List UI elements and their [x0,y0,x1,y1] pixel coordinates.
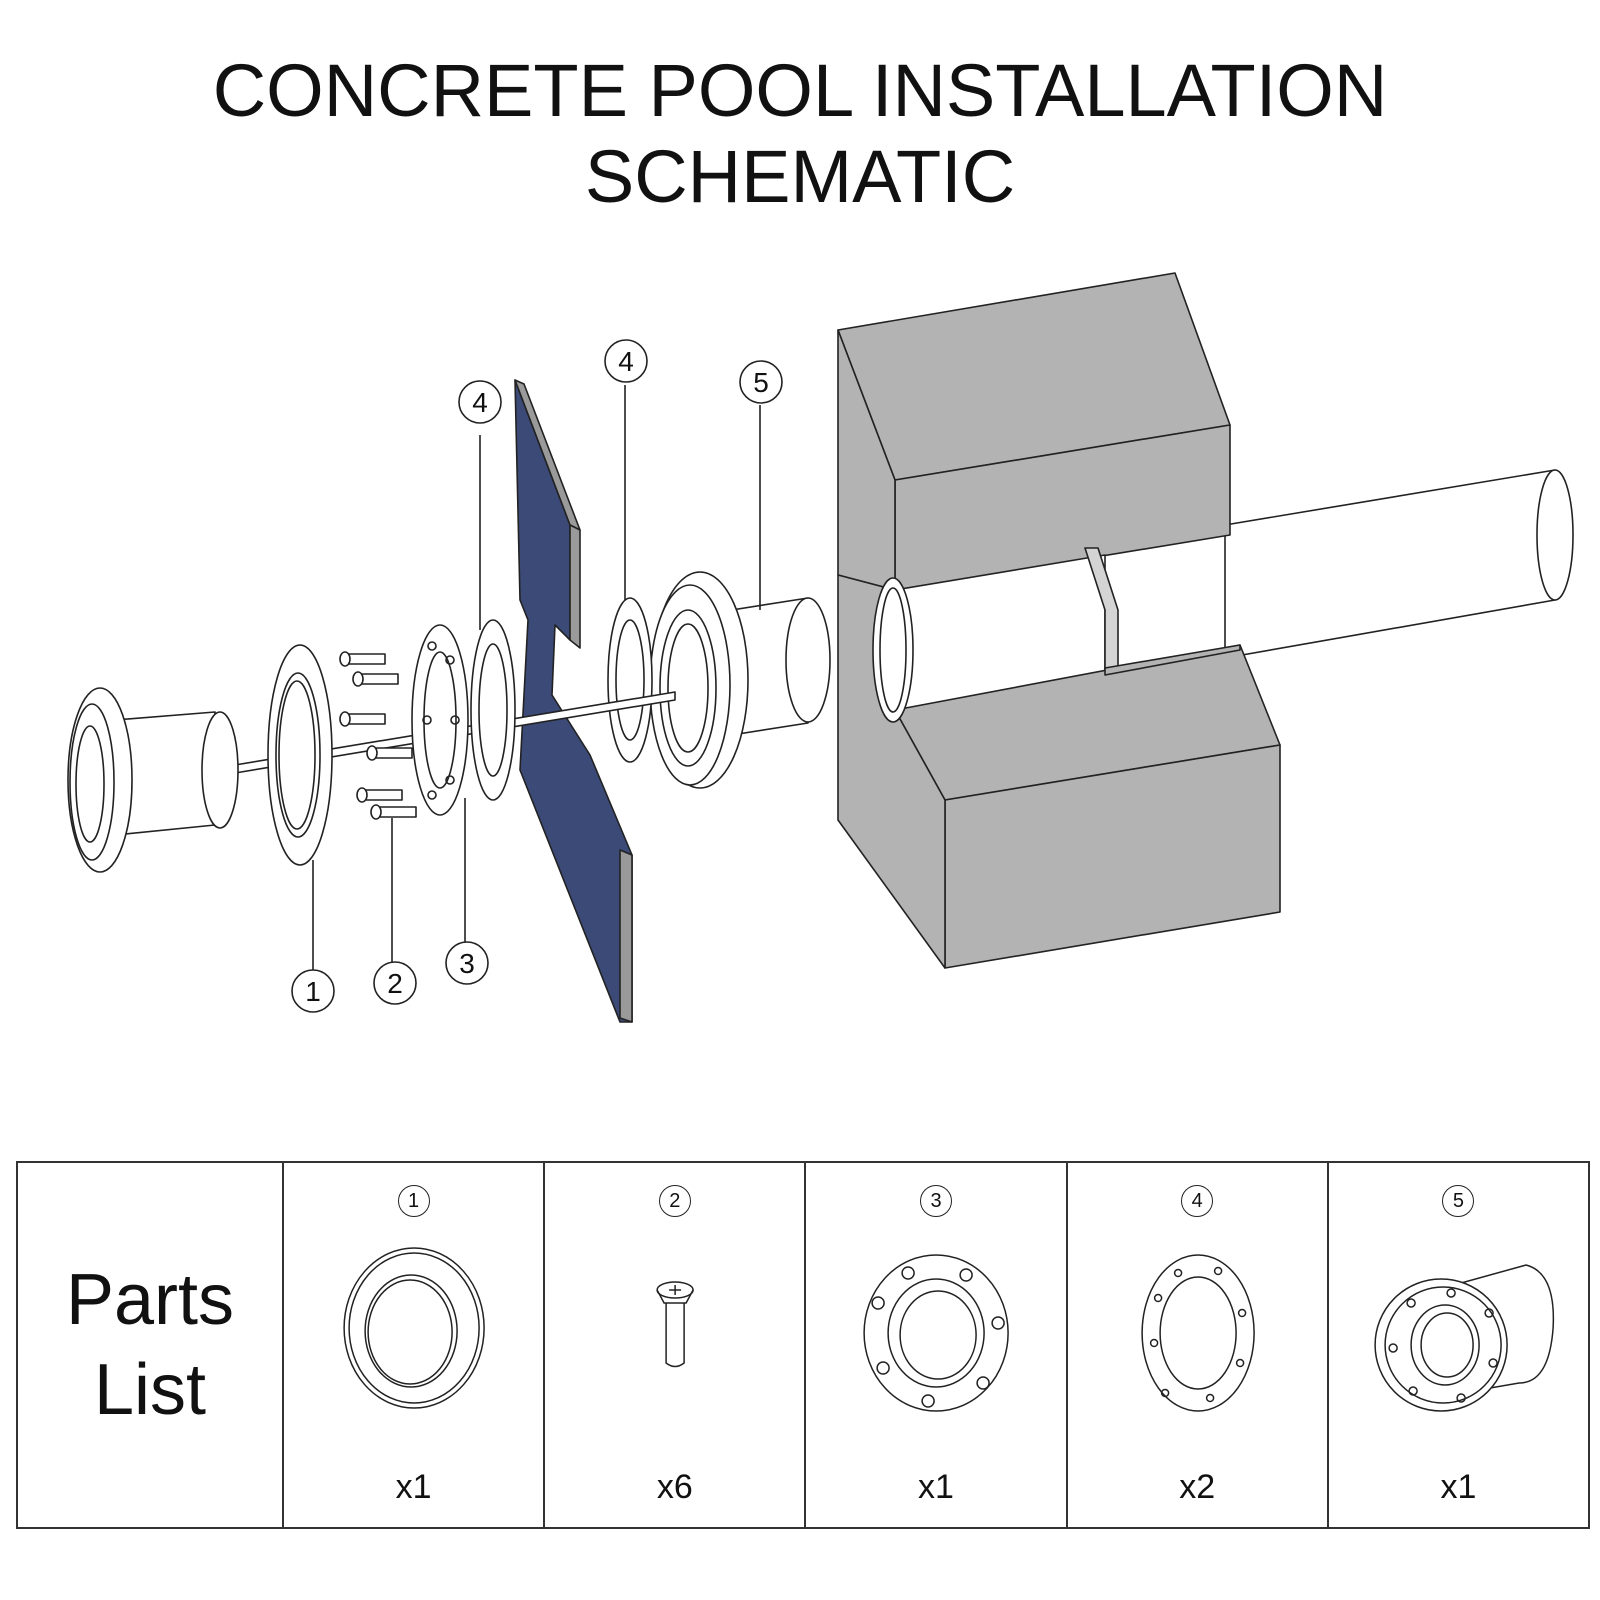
callout-3: 3 [459,948,475,979]
parts-list-title-cell: Parts List [18,1163,284,1527]
part-number: 1 [397,1185,430,1217]
callout-4-right: 4 [618,346,634,377]
screws [339,651,417,820]
part-cell-3: 3 x1 [806,1163,1068,1527]
part-quantity: x1 [918,1468,954,1506]
part-cell-5: 5 x1 [1329,1163,1588,1527]
title-line-1: CONCRETE POOL INSTALLATION [212,49,1388,132]
callout-5: 5 [753,367,769,398]
gasket-right [607,597,653,763]
pool-liner-panel [514,379,633,1023]
title-line-2: SCHEMATIC [584,135,1016,218]
wall-fitting [649,571,831,789]
diagram-title: CONCRETE POOL INSTALLATION SCHEMATIC [0,48,1600,220]
callout-4-left: 4 [472,387,488,418]
bolted-flange-icon [863,1254,1010,1412]
part-cell-2: 2 x6 [545,1163,807,1527]
concrete-wall [837,272,1574,969]
gasket-left [470,619,516,801]
part-number: 3 [920,1185,952,1217]
part-cell-4: 4 x2 [1068,1163,1329,1527]
exploded-schematic: 1 2 3 4 4 5 [67,272,1574,1023]
part-number: 5 [1442,1185,1475,1217]
part-number: 4 [1181,1185,1214,1217]
part-cell-1: 1 x1 [284,1163,546,1527]
part-quantity: x2 [1179,1468,1216,1506]
bolted-flange [411,624,469,816]
gasket-icon [1140,1254,1255,1412]
part-quantity: x1 [1440,1468,1477,1506]
screw-icon [656,1281,695,1368]
parts-list-title: Parts List [65,1260,235,1430]
flange-ring-icon [343,1247,485,1409]
return-nozzle [67,687,239,873]
callout-2: 2 [387,968,403,999]
callout-1: 1 [305,976,321,1007]
wall-fitting-icon [1374,1264,1554,1412]
part-quantity: x6 [656,1468,693,1506]
parts-list-table: Parts List 1 x1 2 x6 [16,1161,1590,1529]
part-number: 2 [658,1185,691,1217]
flange-ring [267,644,333,866]
part-quantity: x1 [395,1468,432,1506]
